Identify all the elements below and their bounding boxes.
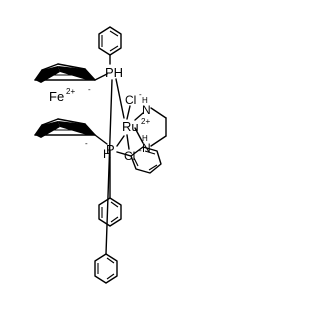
phosphine-top-atom: PH (105, 65, 123, 80)
bond-p-bottom-to-ru (116, 135, 125, 147)
chloride-top-charge: - (139, 90, 142, 99)
phosphine-bottom-atom: P (106, 142, 115, 157)
bond-ru-to-n-top (134, 112, 144, 121)
bond-p-top-to-lower-phenyl (105, 79, 113, 255)
bond-ru-to-cl-top (126, 105, 131, 120)
amine-top-h: H (142, 96, 148, 105)
bond-ch2-to-n-bottom (150, 135, 167, 147)
cyclopentadienyl-ring-top (34, 63, 96, 83)
chloride-top-atom: Cl (125, 93, 136, 107)
bond-p-bottom-to-phenyl-right (116, 151, 132, 157)
cp-top-charge: - (88, 85, 91, 94)
phenyl-ring-right (130, 146, 162, 174)
structure-diagram: - Fe 2+ - PH Ru 2+ Cl - Cl - H N H N (34, 26, 167, 284)
iron-atom: Fe (49, 89, 64, 104)
phenyl-ring-middle (98, 197, 122, 227)
chloride-bottom-charge: - (139, 146, 142, 155)
amine-top-n: N (142, 103, 151, 117)
iron-charge: 2+ (66, 87, 75, 96)
bond-cp-bottom-to-p (94, 134, 108, 145)
bond-ru-to-n-bottom (134, 127, 144, 144)
amine-bottom-h: H (142, 134, 148, 143)
cyclopentadienyl-ring-bottom (34, 118, 96, 138)
cp-bottom-charge: - (85, 139, 88, 148)
bond-n-top-to-ch2 (150, 107, 167, 119)
bond-cp-top-to-p (94, 73, 108, 81)
phenyl-ring-bottom (94, 253, 118, 284)
phosphine-bottom-h: H (103, 147, 112, 161)
bond-p-top-to-ru (115, 78, 125, 119)
ruthenium-atom: Ru (122, 119, 139, 134)
ruthenium-charge: 2+ (141, 117, 150, 126)
bond-ru-to-cl-bottom (126, 134, 130, 150)
phenyl-ring-top (98, 26, 122, 56)
